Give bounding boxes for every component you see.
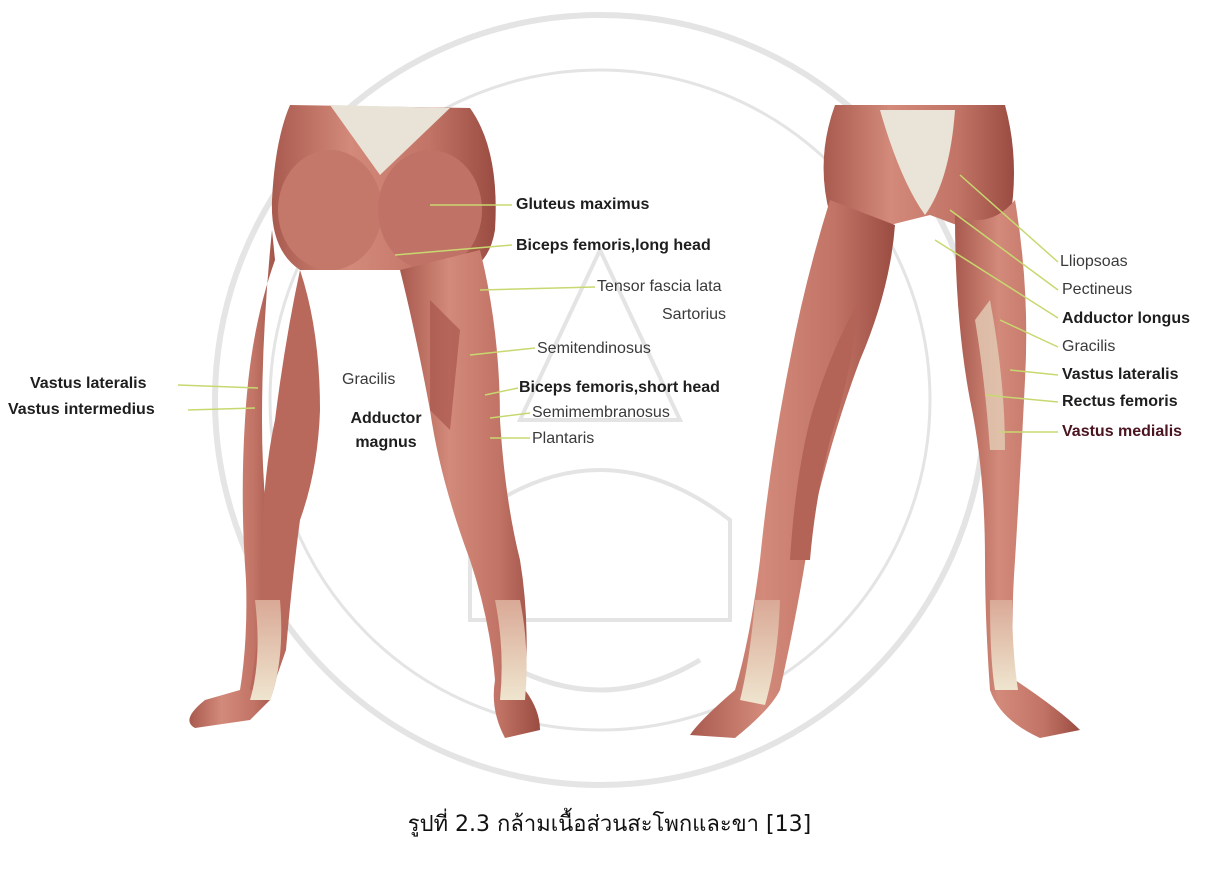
figure-caption: รูปที่ 2.3 กล้ามเนื้อส่วนสะโพกและขา [13] bbox=[0, 806, 1219, 841]
label-semimembranosus: Semimembranosus bbox=[532, 404, 670, 422]
anterior-legs-illustration bbox=[690, 105, 1080, 738]
label-biceps-femoris-long-head: Biceps femoris,long head bbox=[516, 237, 711, 255]
label-adductor-longus: Adductor longus bbox=[1062, 310, 1190, 328]
label-rectus-femoris: Rectus femoris bbox=[1062, 393, 1178, 411]
label-plantaris: Plantaris bbox=[532, 430, 594, 448]
label-vastus-lateralis-anterior: Vastus lateralis bbox=[1062, 366, 1179, 384]
label-iliopsoas: Lliopsoas bbox=[1060, 253, 1128, 271]
label-semitendinosus: Semitendinosus bbox=[537, 340, 651, 358]
label-gracilis-anterior: Gracilis bbox=[1062, 338, 1115, 356]
label-vastus-medialis: Vastus medialis bbox=[1062, 423, 1182, 441]
label-vastus-intermedius: Vastus intermedius bbox=[8, 401, 155, 419]
label-pectineus: Pectineus bbox=[1062, 281, 1132, 299]
label-vastus-lateralis-posterior: Vastus lateralis bbox=[30, 375, 147, 393]
label-adductor-magnus-line1: Adductor bbox=[344, 410, 428, 428]
label-gracilis-posterior: Gracilis bbox=[342, 371, 395, 389]
label-gluteus-maximus: Gluteus maximus bbox=[516, 196, 649, 214]
label-biceps-femoris-short-head: Biceps femoris,short head bbox=[519, 379, 720, 397]
label-adductor-magnus-line2: magnus bbox=[344, 434, 428, 452]
label-sartorius: Sartorius bbox=[662, 306, 726, 324]
label-tensor-fascia-lata: Tensor fascia lata bbox=[597, 278, 722, 296]
